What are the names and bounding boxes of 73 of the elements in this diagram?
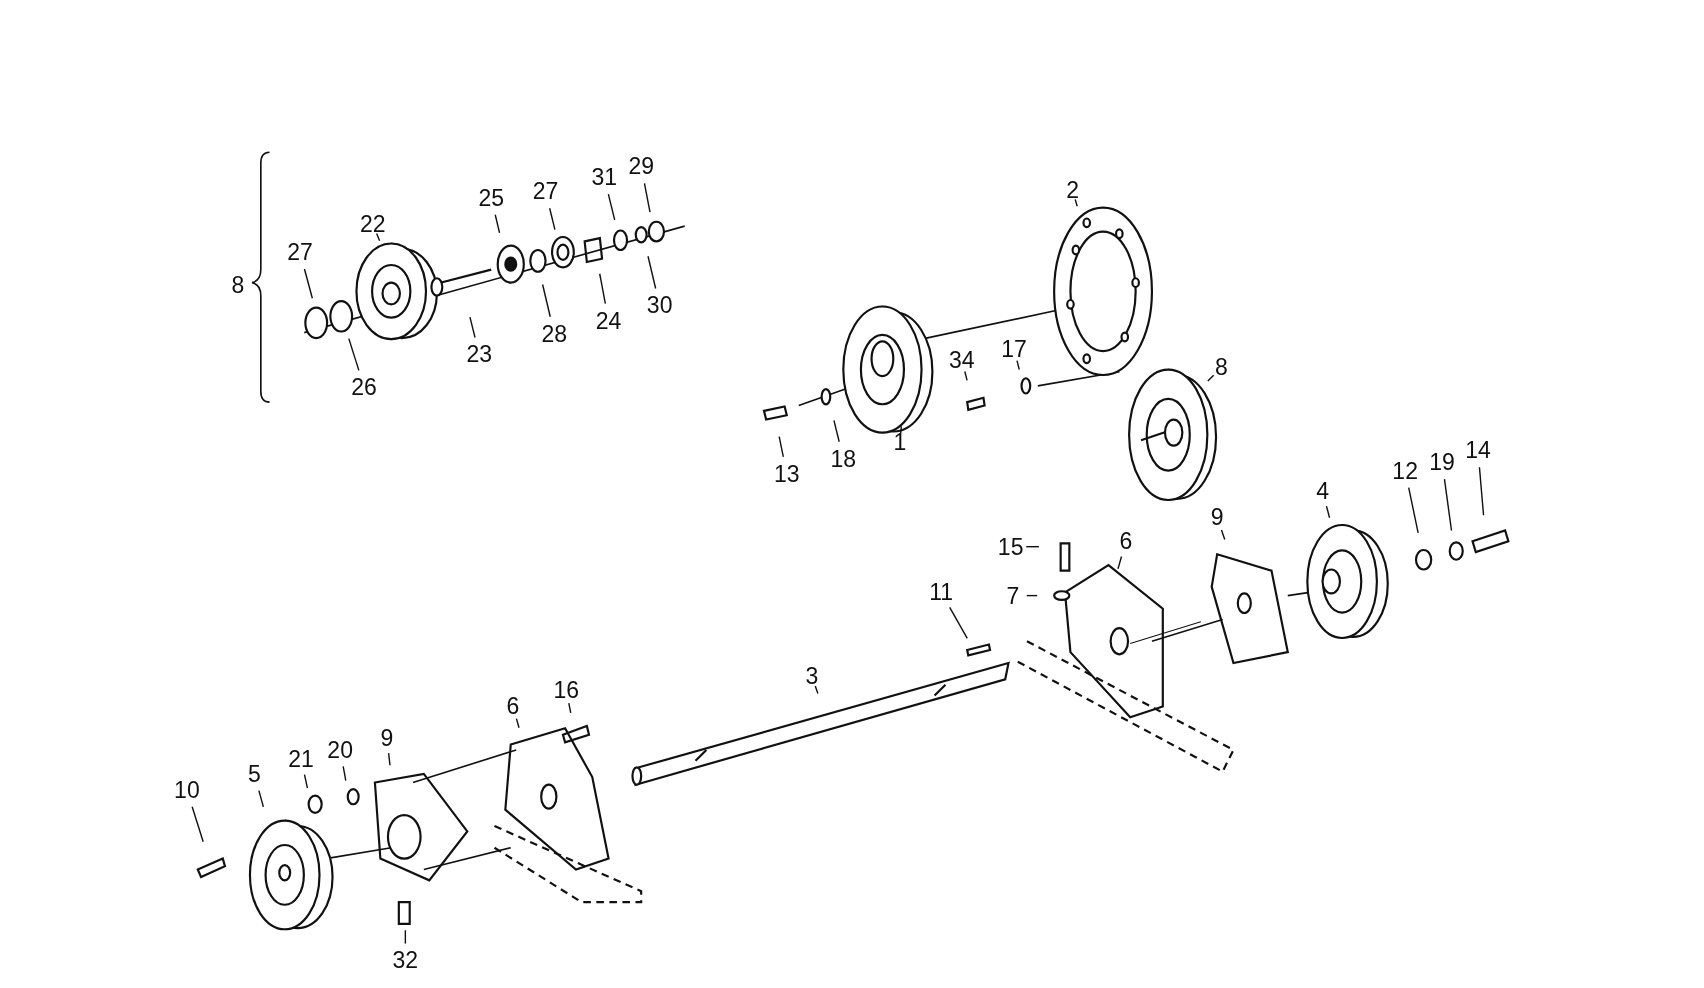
callout-number: 19	[1429, 450, 1455, 474]
callout-number: 7	[1006, 584, 1020, 607]
leader-line	[1117, 555, 1123, 570]
leader-line	[964, 370, 968, 382]
callout-number: 17	[1001, 337, 1027, 361]
leader-line	[1478, 466, 1485, 516]
leader-line	[643, 182, 651, 213]
leader-line	[607, 193, 616, 221]
leader-line	[833, 419, 840, 443]
leader-line	[494, 214, 501, 234]
callout-number: 24	[595, 309, 622, 333]
leader-line	[599, 273, 607, 305]
leader-line	[1026, 594, 1038, 597]
callout-number: 15	[997, 535, 1024, 559]
leader-line	[1408, 486, 1419, 534]
callout-number: 28	[541, 322, 568, 346]
callout-number: 29	[628, 154, 654, 178]
leader-line	[814, 685, 819, 695]
leader-line	[258, 789, 265, 808]
callout-number: 6	[506, 694, 520, 718]
leader-line	[1074, 198, 1078, 207]
leader-line	[469, 316, 476, 339]
callout-number: 25	[478, 186, 504, 210]
callout-number: 27	[532, 179, 559, 203]
leader-line	[387, 752, 391, 766]
leader-line	[647, 255, 657, 290]
leader-line	[568, 702, 572, 714]
callout-number: 12	[1392, 459, 1418, 483]
callout-number: 3	[805, 664, 819, 688]
leader-line	[1207, 374, 1215, 382]
leader-line	[342, 765, 347, 782]
leader-line	[515, 717, 520, 729]
callout-number: 31	[591, 165, 617, 189]
callout-number: 2	[1066, 178, 1079, 202]
leader-line	[303, 268, 314, 299]
leader-line	[778, 436, 784, 458]
leader-line	[375, 232, 381, 242]
callout-number: 1	[893, 430, 907, 454]
leader-line	[1025, 546, 1040, 548]
callout-number: 16	[553, 678, 579, 702]
leader-line	[348, 337, 360, 372]
callout-number: 9	[1210, 505, 1224, 529]
leader-line	[949, 606, 968, 640]
callout-number: 21	[288, 747, 314, 771]
callout-number: 20	[327, 738, 353, 762]
callout-number: 32	[392, 948, 419, 972]
callout-number: 6	[1119, 529, 1133, 553]
callout-number: 8	[231, 273, 245, 297]
leader-line	[1443, 478, 1453, 532]
leader-line	[1016, 359, 1020, 371]
callout-number: 18	[830, 447, 857, 471]
leader-line	[541, 283, 551, 318]
callout-number: 30	[646, 293, 673, 317]
leader-line	[1220, 529, 1226, 541]
callout-number: 10	[174, 778, 200, 802]
leader-line	[1325, 505, 1331, 519]
callout-number: 4	[1316, 479, 1329, 503]
callout-number: 22	[359, 212, 386, 236]
callout-number: 34	[948, 348, 975, 372]
callout-number: 11	[929, 580, 954, 604]
leader-line	[548, 207, 556, 231]
callout-number: 26	[351, 375, 377, 399]
callout-number: 23	[466, 342, 493, 366]
callout-number: 8	[1215, 355, 1228, 379]
leader-line	[900, 425, 903, 434]
leader-line	[303, 774, 309, 789]
callout-number: 27	[287, 240, 313, 264]
callout-number: 9	[380, 726, 394, 750]
leader-line	[404, 929, 407, 945]
callout-number: 5	[247, 762, 261, 786]
leader-line	[191, 806, 204, 843]
callout-number: 13	[774, 462, 800, 486]
callout-number: 14	[1465, 438, 1491, 462]
